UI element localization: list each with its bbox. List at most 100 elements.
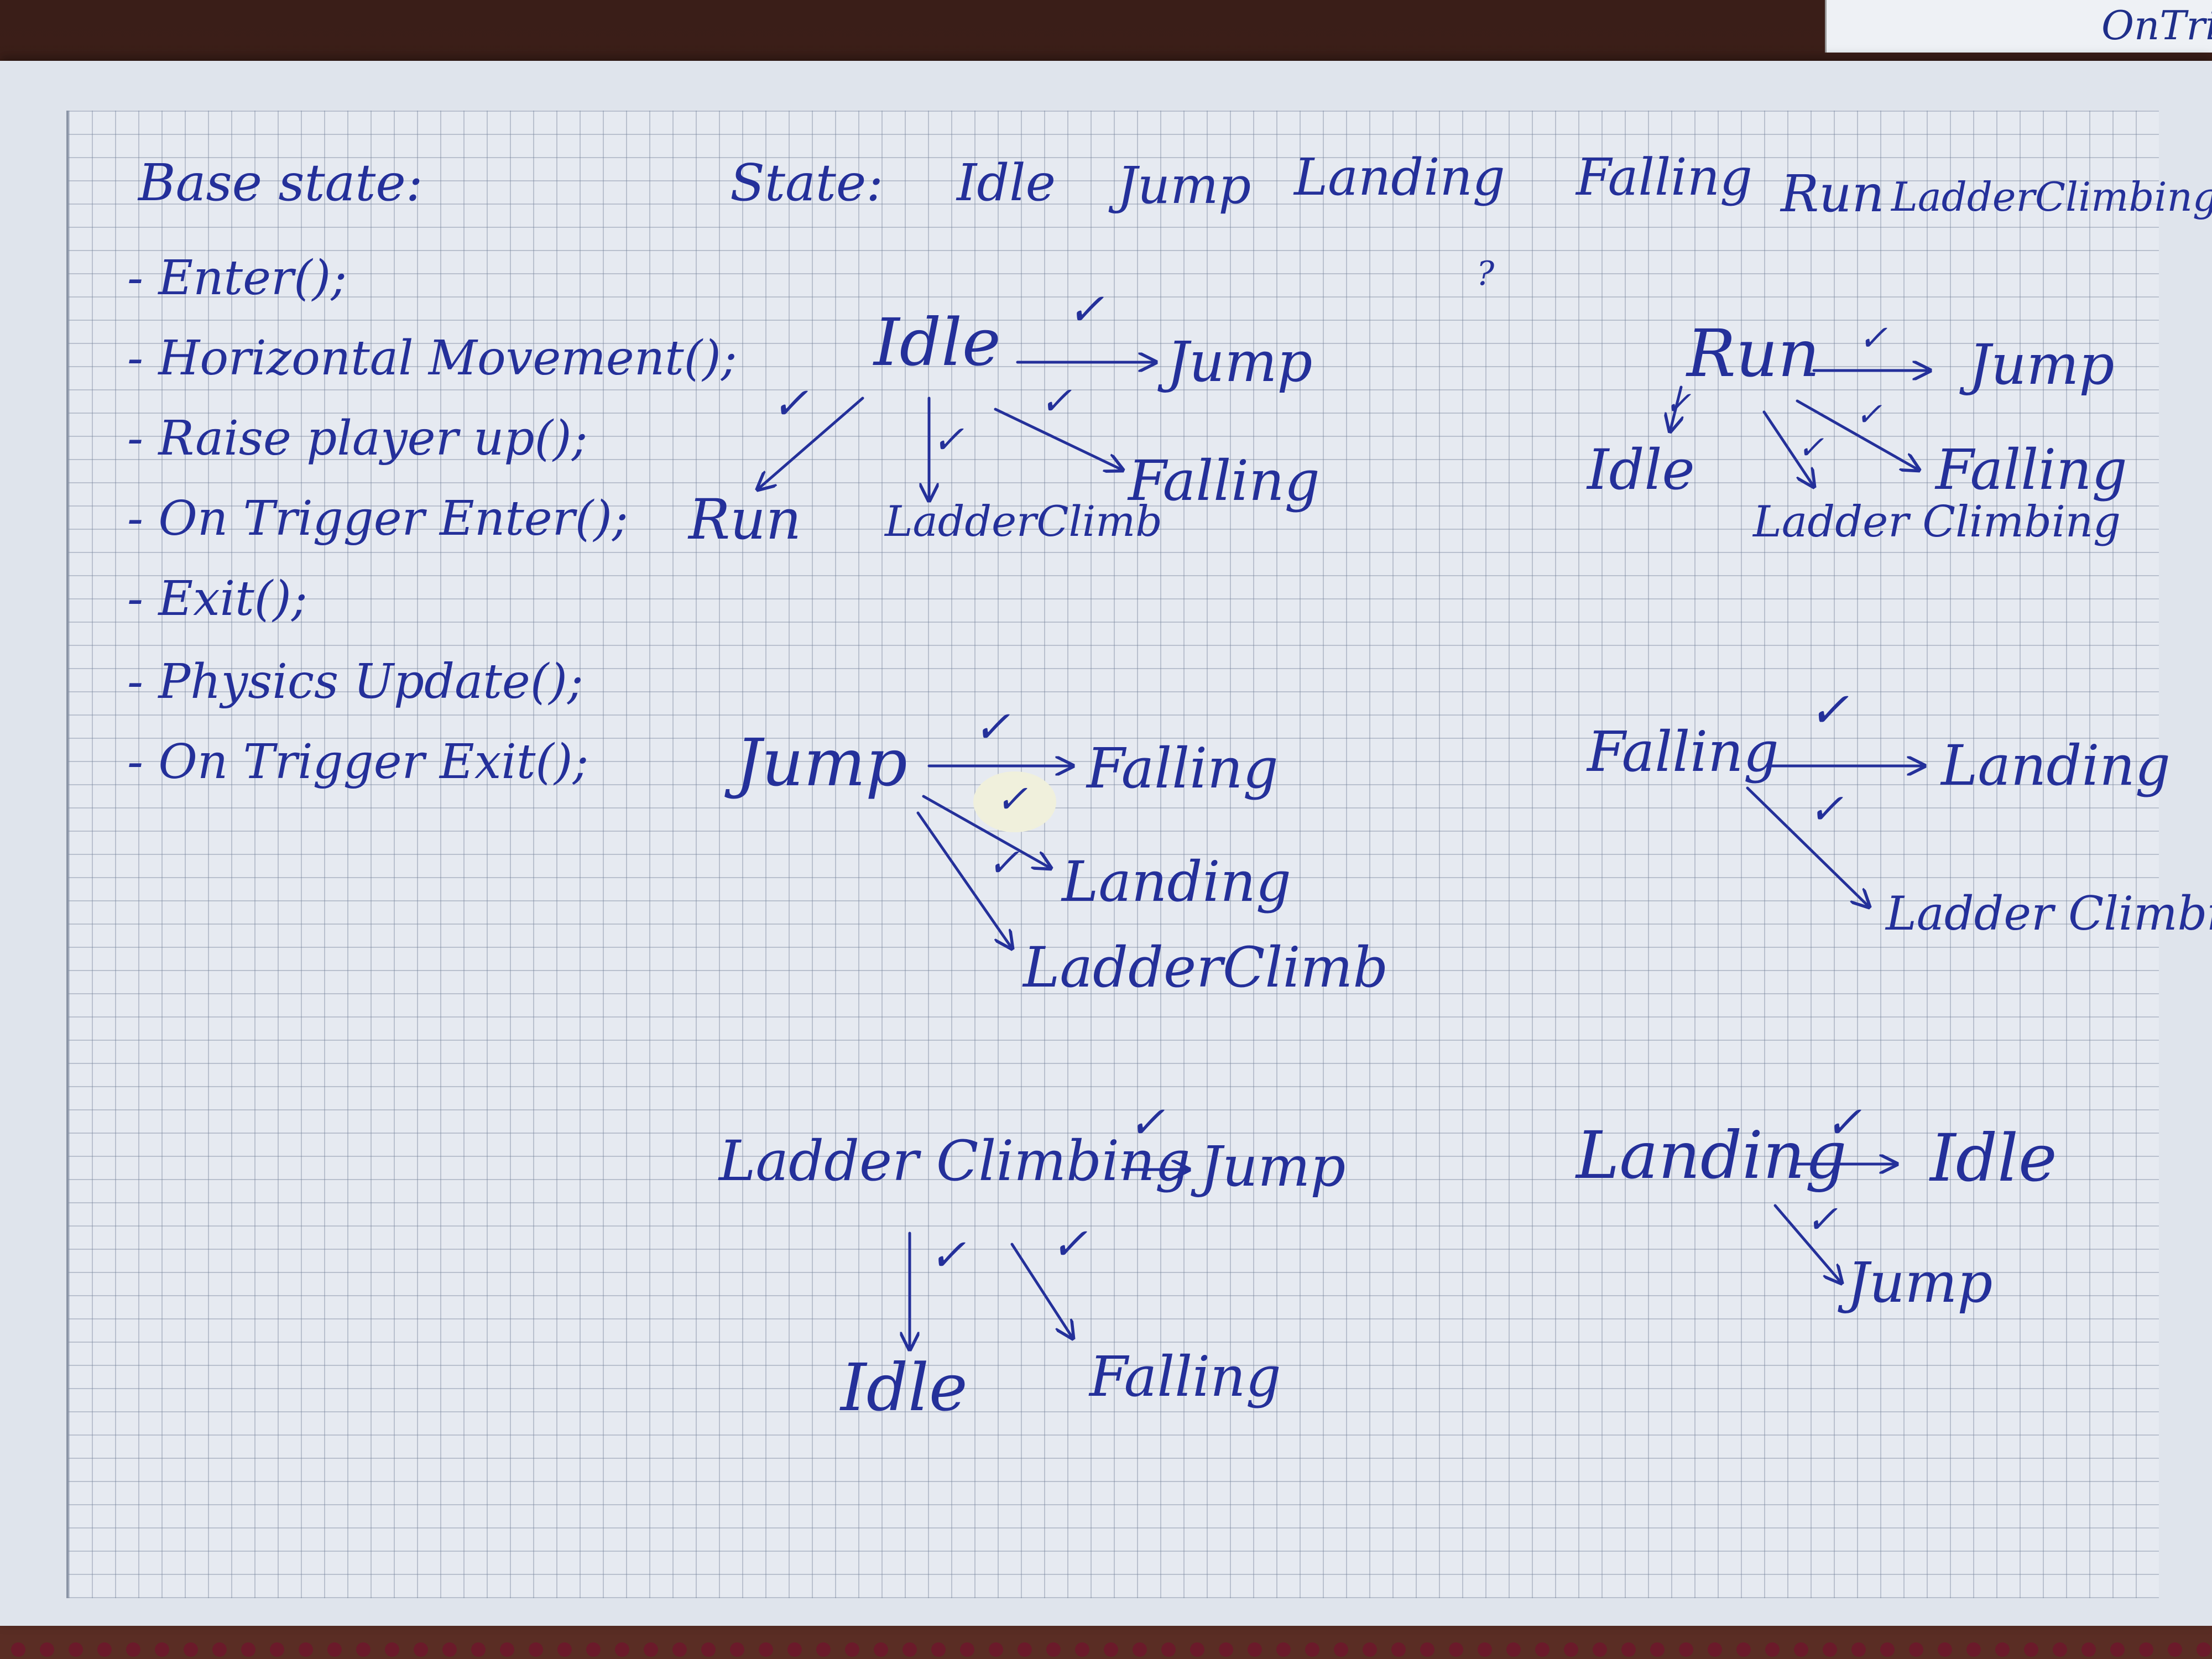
check-mark: ✓ (973, 701, 1011, 753)
check-mark: ✓ (1855, 395, 1882, 433)
corner-paper-sheet (1825, 0, 2212, 53)
binding-ring (615, 1642, 629, 1657)
jump-target-ladderclimb: LadderClimb (1023, 935, 1389, 1000)
binding-ring (1248, 1642, 1262, 1657)
idle-source: Idle (874, 304, 1001, 380)
binding-ring (40, 1642, 54, 1657)
binding-ring (2024, 1642, 2038, 1657)
check-mark: ✓ (1051, 1218, 1088, 1270)
binding-ring (1478, 1642, 1492, 1657)
binding-ring (2197, 1642, 2211, 1657)
binding-ring (11, 1642, 25, 1657)
check-mark: ✓ (1797, 429, 1824, 466)
check-mark: ✓ (987, 840, 1020, 885)
binding-ring (845, 1642, 859, 1657)
landing-target-jump: Jump (1847, 1250, 1993, 1315)
base-state-heading: Base state: (138, 153, 423, 212)
binding-ring (1765, 1642, 1780, 1657)
states-question-mark: ? (1477, 254, 1495, 293)
binding-ring (97, 1642, 112, 1657)
check-mark: ✓ (1808, 681, 1849, 738)
ladder-target-idle: Idle (841, 1349, 968, 1426)
binding-ring (1305, 1642, 1319, 1657)
ladder-source: Ladder Climbing (719, 1129, 1191, 1193)
check-mark: ✓ (932, 417, 964, 462)
binding-ring (385, 1642, 399, 1657)
run-target-ladder-climbing: Ladder Climbing (1753, 497, 2121, 547)
ladder-target-jump: Jump (1200, 1134, 1346, 1199)
landing-target-idle: Idle (1930, 1120, 2057, 1196)
binding-ring (2168, 1642, 2182, 1657)
binding-ring (1938, 1642, 1952, 1657)
binding-ring (960, 1642, 974, 1657)
idle-target-falling: Falling (1128, 448, 1320, 513)
idle-target-jump: Jump (1167, 330, 1313, 394)
binding-ring (299, 1642, 313, 1657)
binding-ring (2053, 1642, 2067, 1657)
binding-ring (529, 1642, 543, 1657)
binding-ring (1621, 1642, 1636, 1657)
check-mark: ✓ (1665, 384, 1692, 422)
method-on-trigger-exit: - On Trigger Exit(); (127, 734, 589, 790)
check-mark: ✓ (995, 776, 1028, 822)
binding-ring (2081, 1642, 2096, 1657)
binding-ring (1104, 1642, 1118, 1657)
binding-ring (1506, 1642, 1521, 1657)
binding-ring (1593, 1642, 1607, 1657)
binding-ring (1046, 1642, 1061, 1657)
idle-target-ladderclimb: LadderClimb (885, 497, 1162, 546)
check-mark: ✓ (1806, 1197, 1838, 1242)
binding-ring (989, 1642, 1003, 1657)
landing-source: Landing (1576, 1117, 1847, 1193)
binding-ring (759, 1642, 773, 1657)
method-exit: - Exit(); (127, 571, 307, 627)
method-horizontal-movement: - Horizontal Movement(); (127, 331, 737, 386)
run-target-jump: Jump (1969, 332, 2115, 397)
binding-ring (1708, 1642, 1722, 1657)
binding-ring (816, 1642, 831, 1657)
check-mark: ✓ (1067, 284, 1105, 335)
binding-ring (586, 1642, 601, 1657)
check-mark: ✓ (1858, 318, 1888, 359)
binding-ring (1018, 1642, 1032, 1657)
check-mark: ✓ (1040, 378, 1072, 424)
binding-ring (1966, 1642, 1981, 1657)
binding-ring (1679, 1642, 1693, 1657)
jump-target-falling: Falling (1087, 736, 1279, 801)
method-on-trigger-enter: - On Trigger Enter(); (127, 491, 628, 546)
method-enter: - Enter(); (127, 251, 347, 306)
binding-ring (155, 1642, 169, 1657)
binding-ring (1334, 1642, 1348, 1657)
idle-target-run: Run (688, 487, 802, 552)
binding-ring (1449, 1642, 1463, 1657)
check-mark: ✓ (771, 378, 809, 429)
binding-ring (902, 1642, 917, 1657)
binding-ring (241, 1642, 255, 1657)
binding-ring (2110, 1642, 2125, 1657)
binding-ring (874, 1642, 888, 1657)
binding-ring (1161, 1642, 1176, 1657)
check-mark: ✓ (1825, 1097, 1863, 1148)
binding-ring (1851, 1642, 1866, 1657)
binding-ring (184, 1642, 198, 1657)
spiral-binding (0, 1639, 2212, 1659)
binding-ring (1420, 1642, 1434, 1657)
binding-ring (126, 1642, 140, 1657)
binding-ring (471, 1642, 486, 1657)
binding-ring (414, 1642, 428, 1657)
binding-ring (1736, 1642, 1751, 1657)
binding-ring (672, 1642, 687, 1657)
run-target-idle: Idle (1587, 437, 1695, 502)
binding-ring (356, 1642, 371, 1657)
method-raise-player-up: - Raise player up(); (127, 411, 588, 466)
states-item-falling: Falling (1576, 148, 1752, 207)
binding-ring (1909, 1642, 1923, 1657)
binding-ring (1219, 1642, 1233, 1657)
binding-ring (1823, 1642, 1837, 1657)
binding-ring (1276, 1642, 1291, 1657)
states-item-run: Run (1781, 164, 1885, 223)
states-item-ladderclimbing: LadderClimbing (1891, 174, 2212, 220)
binding-ring (730, 1642, 744, 1657)
binding-ring (1535, 1642, 1550, 1657)
